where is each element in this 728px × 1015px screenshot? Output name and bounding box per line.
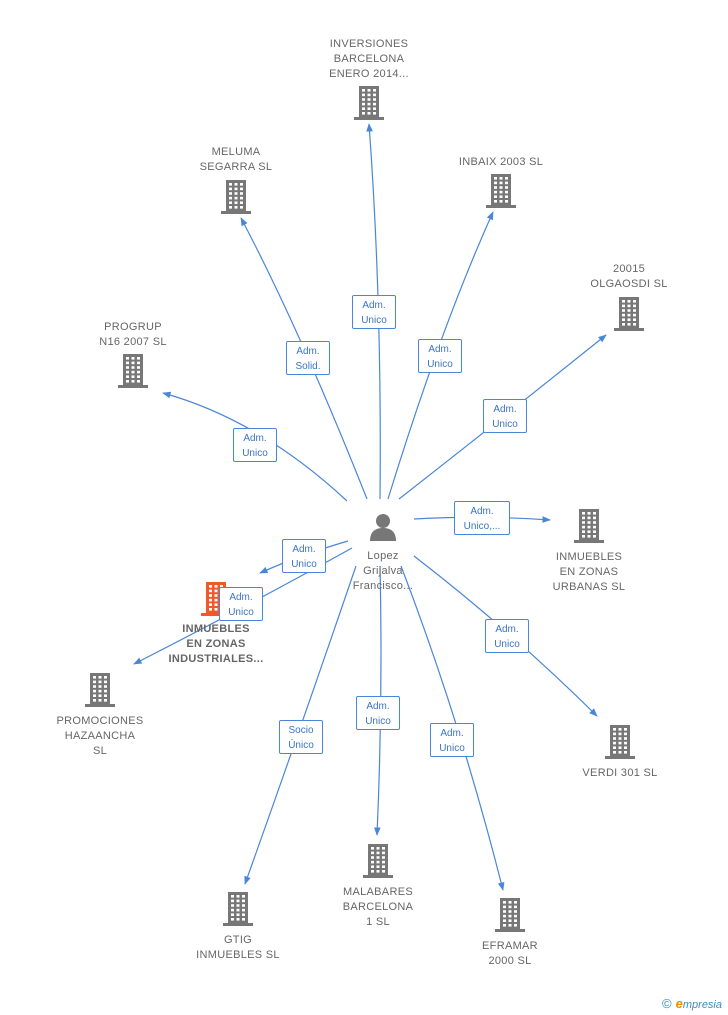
- building-icon: [354, 86, 384, 120]
- center-person[interactable]: Lopez Grijalva Francisco...: [318, 512, 448, 592]
- relation-label-inversiones-barcelona[interactable]: Adm. Unico: [352, 295, 396, 329]
- company-node-gtig-inmuebles[interactable]: GTIG INMUEBLES SL: [173, 891, 303, 961]
- company-node-inversiones-barcelona[interactable]: INVERSIONES BARCELONA ENERO 2014...: [304, 38, 434, 121]
- building-icon: [118, 354, 148, 388]
- company-node-promociones-hazaancha[interactable]: PROMOCIONES HAZAANCHA SL: [35, 672, 165, 757]
- company-node-label: MELUMA SEGARRA SL: [199, 146, 273, 173]
- company-node-label: INMUEBLES EN ZONAS URBANAS SL: [552, 551, 626, 593]
- center-person-name: Lopez Grijalva Francisco...: [352, 550, 414, 592]
- company-node-label: GTIG INMUEBLES SL: [196, 934, 280, 961]
- relation-label-malabares-barcelona[interactable]: Adm. Unico: [356, 696, 400, 730]
- building-icon: [223, 892, 253, 926]
- company-node-label: PROGRUP N16 2007 SL: [99, 321, 167, 348]
- building-icon: [221, 180, 251, 214]
- relation-label-gtig-inmuebles[interactable]: Socio Único: [279, 720, 323, 754]
- company-node-meluma-segarra[interactable]: MELUMA SEGARRA SL: [171, 146, 301, 215]
- copyright-symbol: ©: [662, 996, 672, 1011]
- company-node-malabares-barcelona[interactable]: MALABARES BARCELONA 1 SL: [313, 843, 443, 928]
- company-node-label: INMUEBLES EN ZONAS INDUSTRIALES...: [168, 623, 264, 665]
- building-icon: [85, 673, 115, 707]
- relation-label-verdi-301[interactable]: Adm. Unico: [485, 619, 529, 653]
- company-node-verdi-301[interactable]: VERDI 301 SL: [555, 724, 685, 779]
- company-node-label: INVERSIONES BARCELONA ENERO 2014...: [329, 38, 409, 80]
- company-node-label: INBAIX 2003 SL: [458, 156, 544, 168]
- company-node-inbaix-2003[interactable]: INBAIX 2003 SL: [436, 156, 566, 209]
- company-node-olgaosdi-20015[interactable]: 20015 OLGAOSDI SL: [564, 263, 694, 332]
- company-node-label: MALABARES BARCELONA 1 SL: [342, 886, 414, 928]
- relation-label-olgaosdi-20015[interactable]: Adm. Unico: [483, 399, 527, 433]
- relation-label-progrup-n16[interactable]: Adm. Unico: [233, 428, 277, 462]
- relation-label-inbaix-2003[interactable]: Adm. Unico: [418, 339, 462, 373]
- company-node-label: 20015 OLGAOSDI SL: [590, 263, 668, 290]
- relation-label-eframar-2000[interactable]: Adm. Unico: [430, 723, 474, 757]
- building-icon: [363, 844, 393, 878]
- relation-label-inmuebles-zonas-industriales[interactable]: Adm. Unico: [282, 539, 326, 573]
- building-icon: [486, 174, 516, 208]
- relation-label-meluma-segarra[interactable]: Adm. Solid.: [286, 341, 330, 375]
- company-node-inmuebles-zonas-urbanas[interactable]: INMUEBLES EN ZONAS URBANAS SL: [524, 508, 654, 593]
- person-icon: [370, 514, 396, 541]
- relation-label-promociones-hazaancha[interactable]: Adm. Unico: [219, 587, 263, 621]
- company-node-eframar-2000[interactable]: EFRAMAR 2000 SL: [445, 897, 575, 967]
- company-node-label: PROMOCIONES HAZAANCHA SL: [56, 715, 144, 757]
- company-node-label: VERDI 301 SL: [582, 767, 658, 779]
- brand-name: mpresia: [682, 999, 722, 1011]
- brand-initial: e: [675, 996, 683, 1011]
- company-node-label: EFRAMAR 2000 SL: [482, 940, 538, 967]
- building-icon: [495, 898, 525, 932]
- credit[interactable]: ©empresia: [662, 996, 722, 1011]
- building-icon: [605, 725, 635, 759]
- building-icon: [614, 297, 644, 331]
- building-icon: [574, 509, 604, 543]
- company-node-progrup-n16[interactable]: PROGRUP N16 2007 SL: [68, 321, 198, 389]
- relation-label-inmuebles-zonas-urbanas[interactable]: Adm. Unico,...: [454, 501, 510, 535]
